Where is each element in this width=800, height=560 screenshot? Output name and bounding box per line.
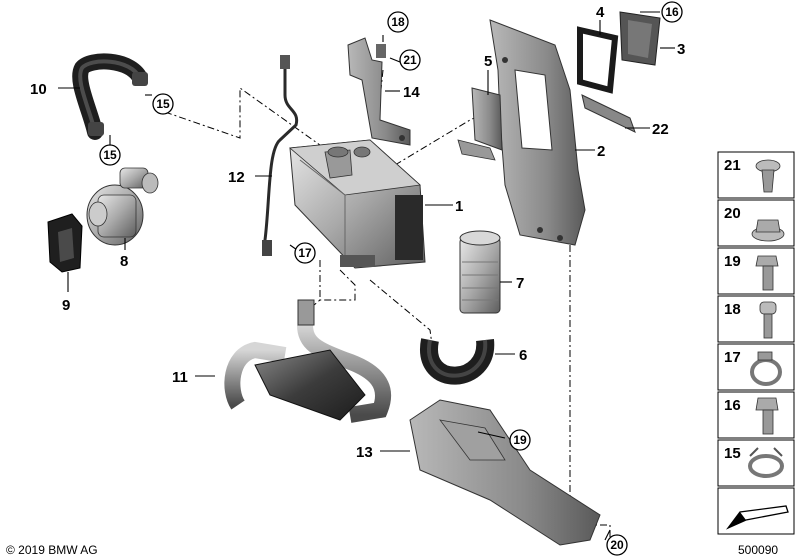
circled-callout-17: 17 [294,242,316,264]
copyright-text: © 2019 BMW AG [6,543,98,557]
svg-text:16: 16 [724,397,741,414]
callout-10: 10 [30,81,47,98]
callout-12: 12 [228,169,245,186]
strap-part-22 [581,94,636,133]
callout-1: 1 [455,198,463,215]
hose-part-6 [420,338,495,385]
callout-14: 14 [403,84,420,101]
arrow-icon [725,505,789,530]
hose-part-10 [72,53,148,140]
hex-bolt-icon [755,255,779,291]
circled-callouts: 15 15 16 17 18 19 20 21 [99,1,683,556]
callout-2: 2 [597,143,605,160]
collar-bolt-icon [755,397,779,435]
svg-text:15: 15 [103,148,117,162]
circled-callout-21: 21 [399,49,421,71]
callout-6: 6 [519,347,527,364]
svg-text:20: 20 [724,205,741,222]
hose-clamp-icon [750,351,782,386]
callout-5: 5 [484,53,492,70]
circled-callout-15a: 15 [152,93,174,115]
diagram-number: 500090 [738,543,779,557]
callout-4: 4 [596,4,605,21]
bracket-part-2 [489,19,586,246]
cover-part-3 [619,11,661,66]
heater-part-1 [289,139,426,269]
legend-arrow-box [717,487,795,535]
leader-lines [58,11,675,541]
legend-item-19: 19 [717,247,795,295]
callout-11: 11 [172,369,188,386]
mount-part-9 [47,213,83,273]
circled-callout-18: 18 [387,11,409,33]
svg-text:19: 19 [724,253,741,270]
callout-7: 7 [516,275,524,292]
legend-item-17: 17 [717,343,795,391]
plate-part-5 [457,87,503,161]
callout-22: 22 [652,121,669,138]
pump-part-8 [86,167,159,246]
fastener-legend: 21 20 19 18 [717,151,795,535]
svg-text:17: 17 [298,246,312,260]
legend-item-18: 18 [717,295,795,343]
legend-item-16: 16 [717,391,795,439]
callout-9: 9 [62,297,70,314]
svg-text:18: 18 [391,15,405,29]
circled-callout-16: 16 [661,1,683,23]
svg-text:18: 18 [724,301,741,318]
callout-8: 8 [120,253,128,270]
legend-item-20: 20 [717,199,795,247]
callout-labels: 1 2 3 4 5 6 7 8 9 10 11 12 13 14 22 [30,4,685,461]
svg-text:15: 15 [724,445,741,462]
legend-item-15: 15 [717,439,795,487]
circled-callout-20: 20 [606,534,628,556]
circled-callout-15b: 15 [99,144,121,166]
clip-screw-icon [755,159,781,193]
svg-text:15: 15 [156,97,170,111]
exhaust-part-11 [224,299,392,423]
svg-text:21: 21 [724,157,741,174]
svg-text:20: 20 [610,538,624,552]
legend-item-21: 21 [717,151,795,199]
flange-nut-icon [751,219,785,242]
filter-part-7 [459,230,501,314]
spring-clamp-icon [748,447,784,478]
torx-screw-icon [759,301,777,339]
callout-13: 13 [356,444,373,461]
svg-text:21: 21 [403,53,417,67]
tray-part-13 [409,399,601,546]
cable-part-12 [262,55,299,256]
svg-text:16: 16 [665,5,679,19]
callout-3: 3 [677,41,685,58]
bracket-part-14 [347,37,411,146]
circled-callout-19: 19 [509,429,531,451]
svg-text:19: 19 [513,433,527,447]
svg-text:17: 17 [724,349,741,366]
gasket-part-4 [577,26,619,94]
